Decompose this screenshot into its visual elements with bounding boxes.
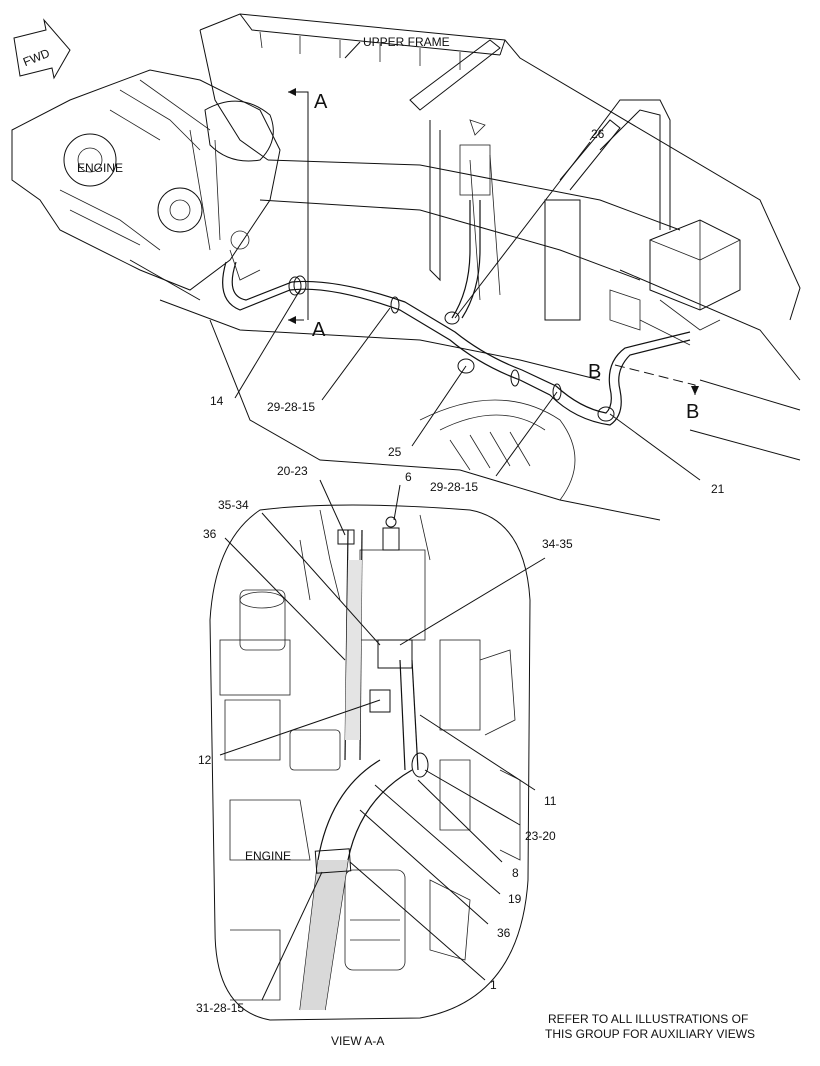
callout-23-20: 23-20: [525, 829, 556, 843]
callout-26: 26: [591, 127, 605, 141]
callout-31-28-15: 31-28-15: [196, 1001, 244, 1015]
section-a-bottom-label: A: [312, 319, 326, 341]
callout-34-35: 34-35: [542, 537, 573, 551]
callout-29-28-15-right: 29-28-15: [430, 480, 478, 494]
callout-36-top: 36: [203, 527, 217, 541]
auxiliary-note-line-1: REFER TO ALL ILLUSTRATIONS OF: [548, 1012, 748, 1026]
callout-25: 25: [388, 445, 402, 459]
callout-14: 14: [210, 394, 224, 408]
callout-20-23: 20-23: [277, 464, 308, 478]
callout-35-34: 35-34: [218, 498, 249, 512]
callout-11: 11: [544, 794, 557, 808]
callout-1: 1: [490, 978, 497, 992]
callout-6: 6: [405, 470, 412, 484]
auxiliary-note-line-2: THIS GROUP FOR AUXILIARY VIEWS: [545, 1027, 755, 1041]
view-a-a-title: VIEW A-A: [331, 1034, 384, 1048]
view-callouts: 20-23 6 35-34 36 34-35 12 11 23-20 8 19 …: [196, 464, 573, 1015]
callout-8: 8: [512, 866, 519, 880]
callout-36-bottom: 36: [497, 926, 511, 940]
callout-12: 12: [198, 753, 212, 767]
section-b-top-label: B: [588, 361, 601, 383]
callout-29-28-15-left: 29-28-15: [267, 400, 315, 414]
section-b-bottom-label: B: [686, 401, 699, 423]
engine-label-top: ENGINE: [77, 161, 123, 175]
section-a-top-label: A: [314, 91, 328, 113]
callout-21: 21: [711, 482, 725, 496]
callout-19: 19: [508, 892, 522, 906]
view-a-a-detail: ENGINE: [209, 504, 531, 1021]
engine-label-view: ENGINE: [245, 849, 291, 863]
fwd-label: FWD: [21, 46, 52, 69]
fwd-arrow-icon: FWD: [13, 18, 71, 80]
upper-frame-label: UPPER FRAME: [363, 35, 450, 49]
top-callouts: 14 29-28-15 25 26 29-28-15 21: [210, 127, 725, 496]
machine-upper-assembly: ENGINE A A B B UPPER FRAME: [11, 13, 801, 521]
